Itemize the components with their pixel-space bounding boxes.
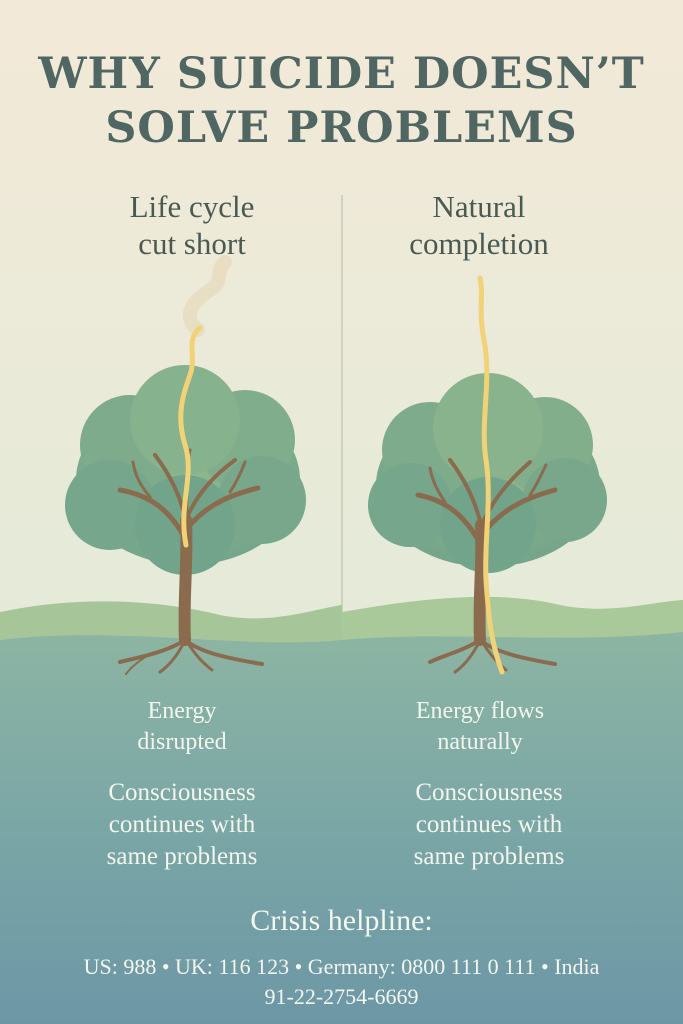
- page-title-line-1: WHY SUICIDE DOESN’T: [38, 49, 645, 99]
- left-smoke-icon: [182, 255, 232, 337]
- right-consciousness-line-1: Consciousness: [415, 779, 563, 806]
- right-consciousness-label: Consciousness continues with same proble…: [329, 777, 649, 873]
- crisis-helpline-numbers-line-1: US: 988 • UK: 116 123 • Germany: 0800 11…: [83, 954, 600, 979]
- right-heading-line-1: Natural: [432, 189, 526, 224]
- right-heading: Natural completion: [349, 188, 609, 262]
- right-heading-line-2: completion: [409, 226, 549, 261]
- left-energy-stream: [178, 325, 203, 548]
- left-consciousness-line-1: Consciousness: [108, 779, 256, 806]
- right-consciousness-line-2: continues with: [415, 811, 563, 838]
- left-heading-line-1: Life cycle: [129, 189, 255, 224]
- right-tree-foliage: [368, 373, 607, 573]
- right-energy-label: Energy flows naturally: [320, 696, 640, 758]
- lower-landscape: [0, 632, 683, 1024]
- left-tree: [65, 255, 306, 675]
- right-energy-line-2: naturally: [437, 729, 523, 755]
- crisis-helpline-title: Crisis helpline:: [250, 904, 433, 937]
- left-tree-foliage: [65, 365, 306, 575]
- right-consciousness-line-3: same problems: [413, 843, 565, 870]
- left-heading: Life cycle cut short: [62, 188, 322, 262]
- left-heading-line-2: cut short: [138, 226, 246, 261]
- left-energy-label: Energy disrupted: [22, 696, 342, 758]
- left-consciousness-line-3: same problems: [106, 843, 258, 870]
- left-energy-line-1: Energy: [147, 698, 217, 724]
- right-energy-stream: [477, 275, 505, 675]
- left-consciousness-line-2: continues with: [108, 811, 256, 838]
- left-consciousness-label: Consciousness continues with same proble…: [22, 777, 342, 873]
- right-tree: [368, 275, 607, 675]
- left-energy-line-2: disrupted: [137, 729, 227, 755]
- page-title-line-2: SOLVE PROBLEMS: [105, 103, 578, 153]
- crisis-helpline-numbers-line-2: 91-22-2754-6669: [264, 984, 419, 1009]
- right-energy-line-1: Energy flows: [415, 698, 545, 724]
